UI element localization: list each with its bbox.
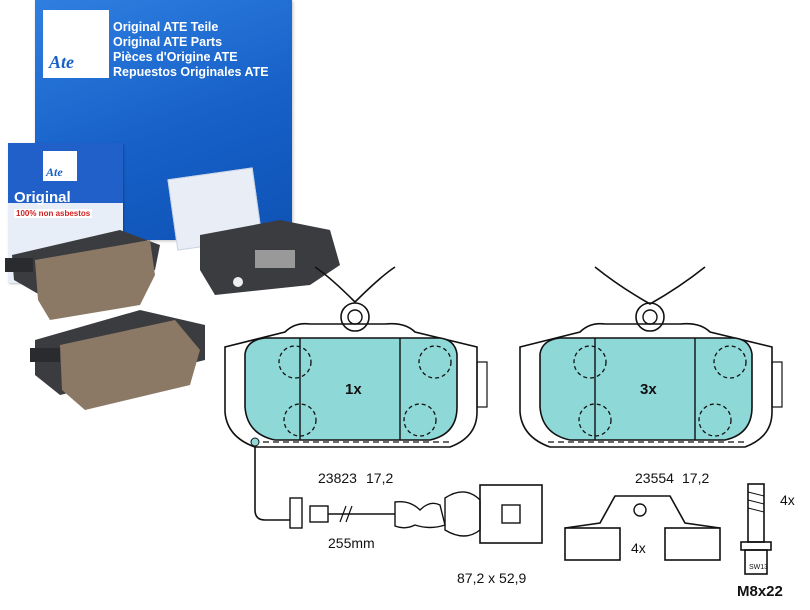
bolt-count: 4x: [780, 492, 795, 508]
pad-right-thickness: 17,2: [682, 470, 710, 486]
bolt-size: M8x22: [737, 583, 783, 600]
pad-photo-2: [200, 220, 340, 295]
pad-photo-3: [30, 310, 205, 410]
small-box-note: 100% non asbestos: [14, 209, 93, 218]
box-line-2: Original ATE Parts: [113, 35, 223, 49]
bolt-drawing: [740, 483, 772, 575]
sensor-length: 255mm: [328, 535, 375, 551]
connector-dimensions: 87,2 x 52,9: [457, 570, 527, 586]
pad-drawing-right: [519, 266, 783, 448]
small-ate-logo: Ate: [43, 151, 77, 181]
box-line-1: Original ATE Teile: [113, 20, 219, 34]
box-line-4: Repuestos Originales ATE: [113, 65, 269, 79]
small-box-brand: Original: [14, 189, 71, 206]
box-line-3: Pièces d'Origine ATE: [113, 50, 238, 64]
pad-left-thickness: 17,2: [366, 470, 394, 486]
brake-pads-photo: [5, 220, 340, 410]
bolt-head-label: SW13: [749, 564, 769, 571]
pad-right-part-number: 23554: [635, 470, 674, 486]
pad-drawing-left: [224, 266, 488, 448]
wear-sensor-drawing: [250, 437, 543, 544]
pad-right-count: 3x: [640, 381, 657, 398]
clip-count: 4x: [631, 540, 646, 556]
ate-logo: Ate: [43, 10, 109, 78]
pad-photo-1: [5, 230, 160, 320]
pad-left-part-number: 23823: [318, 470, 357, 486]
pad-left-count: 1x: [345, 381, 362, 398]
retaining-clip-drawing: [564, 495, 721, 561]
